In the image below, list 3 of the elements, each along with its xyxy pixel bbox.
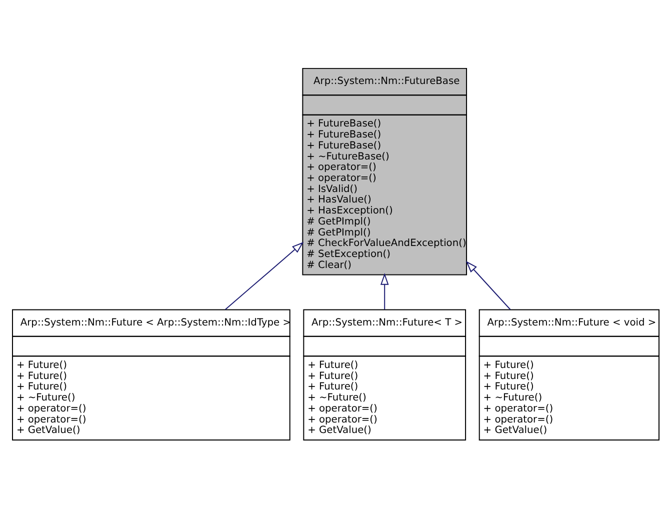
arrow: [466, 260, 511, 310]
arrow: [380, 272, 389, 310]
arrow: [224, 241, 304, 310]
